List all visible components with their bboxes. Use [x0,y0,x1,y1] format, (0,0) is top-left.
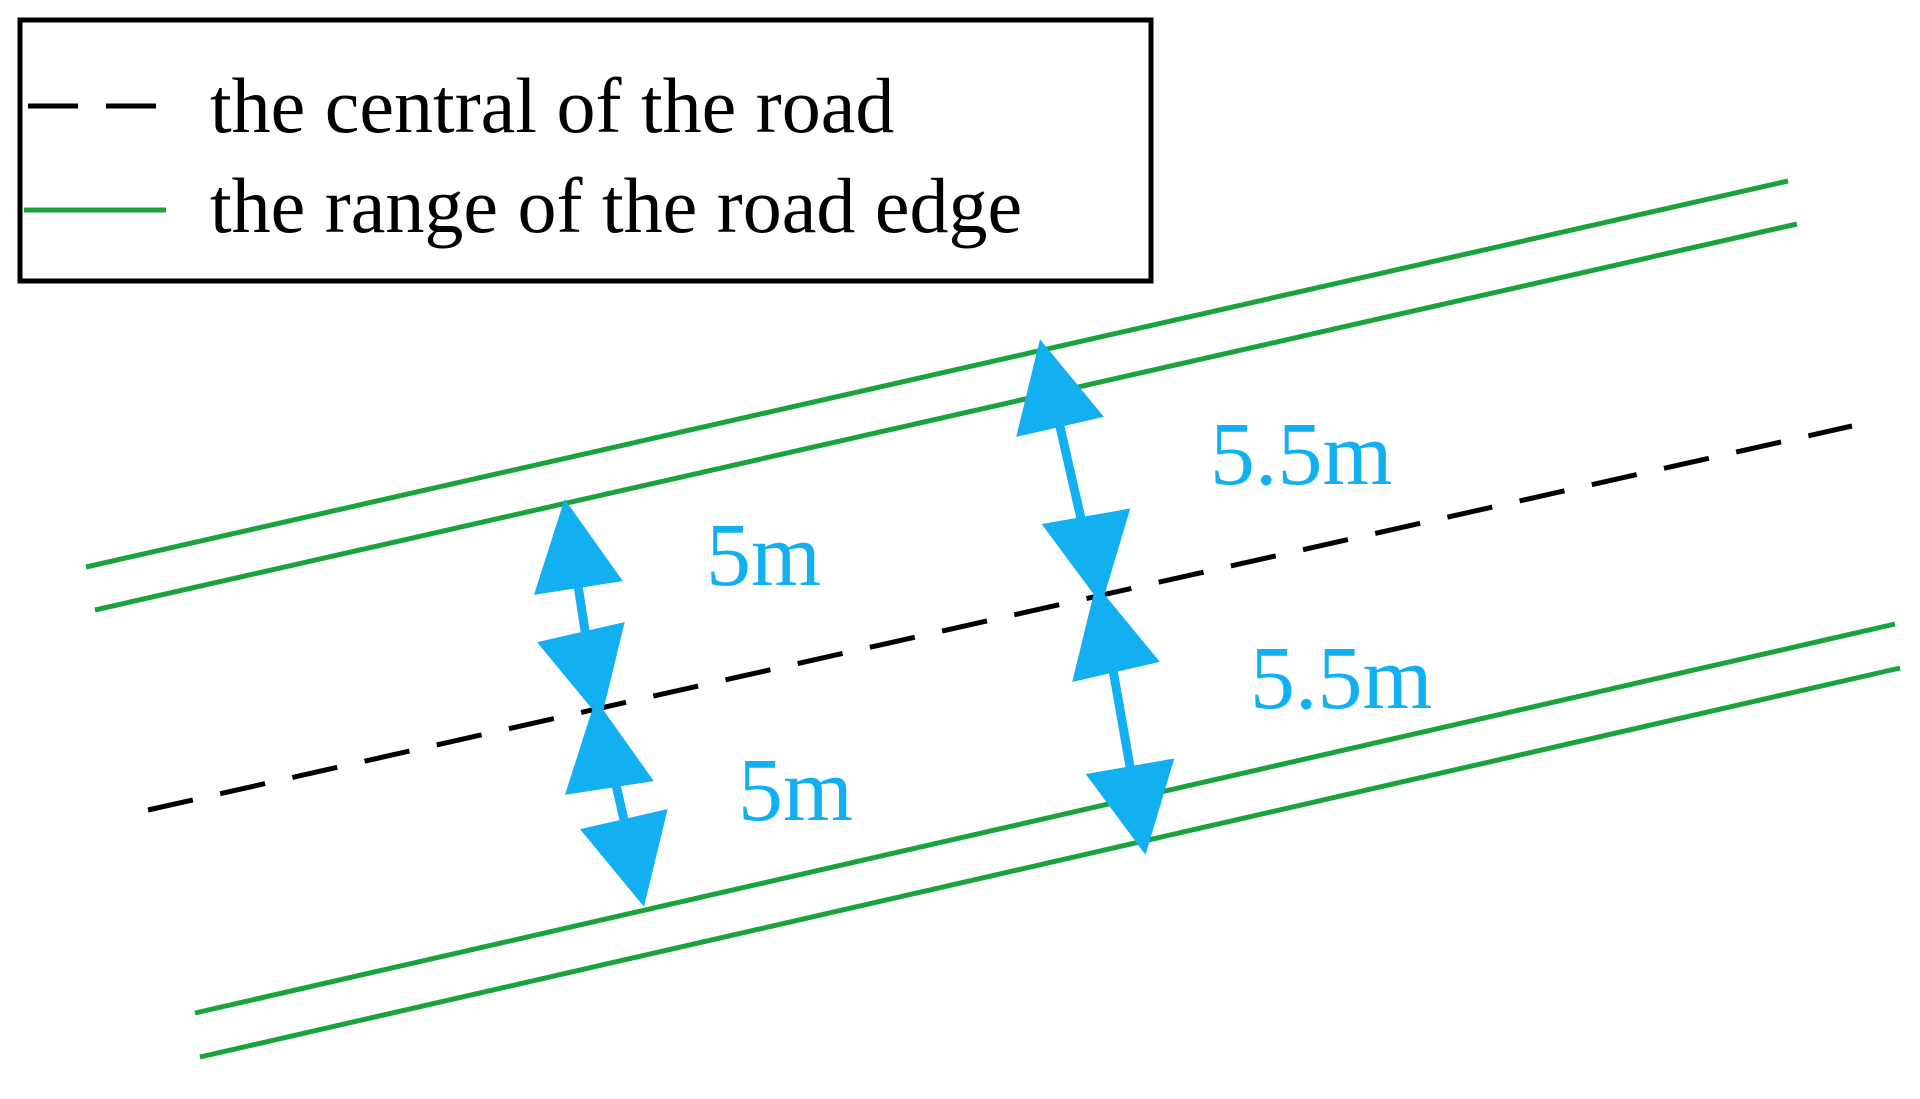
lower-road-edge-outer [199,665,1901,1060]
left-upper-width-label: 5m [706,506,821,605]
legend: the central of the road the range of the… [17,17,1154,284]
right-lower-width-arrow [1041,508,1175,855]
width-labels: 5m 5m 5.5m 5.5m [706,405,1433,840]
legend-border [17,17,1154,284]
right-upper-width-label: 5.5m [1210,405,1393,504]
legend-centerline-label: the central of the road [210,62,894,149]
left-lower-width-label: 5m [738,741,853,840]
lower-road-edge-inner [194,621,1896,1016]
left-lower-width-arrow [536,621,668,907]
width-arrows [533,339,1175,907]
left-upper-width-arrow [533,499,654,795]
road-centerline [147,423,1853,813]
road-edges [85,178,1901,1060]
legend-edge-label: the range of the road edge [210,162,1022,249]
upper-road-edge-outer [85,178,1789,570]
right-lower-width-label: 5.5m [1250,629,1433,728]
upper-road-edge-inner [94,221,1798,613]
